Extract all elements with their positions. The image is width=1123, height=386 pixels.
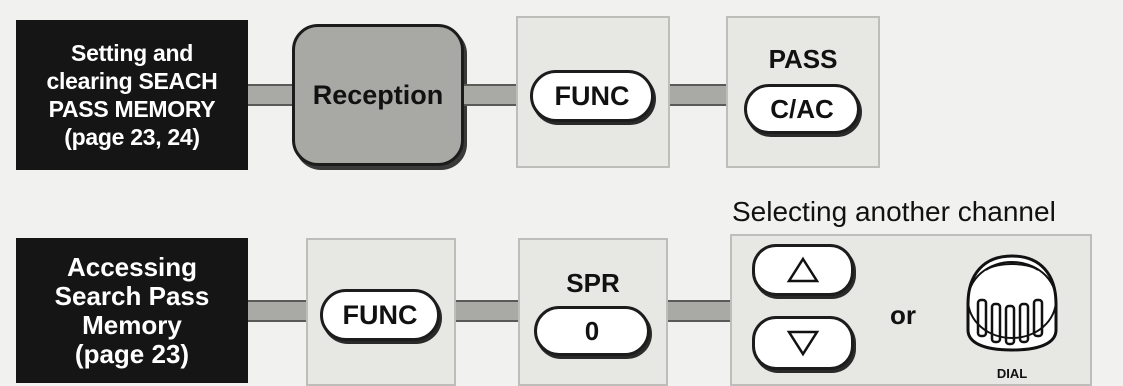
title-line: PASS MEMORY (48, 96, 216, 122)
title-line: Search Pass (54, 280, 210, 311)
connector (248, 300, 306, 322)
down-triangle-icon (786, 330, 820, 357)
pass-key-panel (726, 16, 880, 168)
func-key[interactable]: FUNC (530, 70, 654, 122)
connector (668, 300, 730, 322)
dial-label: DIAL (996, 366, 1028, 381)
connector (456, 300, 518, 322)
up-triangle-icon (786, 256, 820, 283)
step-title-accessing: Accessing Search Pass Memory (page 23) (16, 238, 248, 383)
func-key-label: FUNC (342, 299, 418, 330)
spr-key-caption: SPR (566, 268, 620, 298)
title-line: (page 23) (74, 338, 190, 369)
pass-c-ac-key-label: C/AC (770, 93, 834, 124)
title-line: clearing SEACH (46, 68, 218, 94)
channel-select-caption: Selecting another channel (732, 196, 1056, 227)
title-line: Memory (82, 309, 182, 340)
title-line: Setting and (71, 40, 193, 66)
up-key[interactable] (752, 244, 854, 296)
pass-key-caption: PASS (768, 44, 838, 74)
title-line: Accessing (66, 251, 198, 282)
reception-state-box: Reception (292, 24, 464, 166)
reception-label: Reception (312, 79, 444, 110)
pass-c-ac-key[interactable]: C/AC (744, 84, 860, 134)
or-text: or (890, 300, 916, 330)
func-key-label: FUNC (554, 80, 630, 111)
spr-0-key[interactable]: 0 (534, 306, 650, 356)
func-key[interactable]: FUNC (320, 289, 440, 341)
step-title-setting-clearing: Setting and clearing SEACH PASS MEMORY (… (16, 20, 248, 170)
connector (248, 84, 292, 106)
connector (670, 84, 726, 106)
spr-0-key-label: 0 (584, 315, 600, 346)
title-line: (page 23, 24) (64, 124, 200, 150)
connector (464, 84, 516, 106)
dial-knob-icon[interactable] (956, 244, 1068, 368)
down-key[interactable] (752, 316, 854, 370)
